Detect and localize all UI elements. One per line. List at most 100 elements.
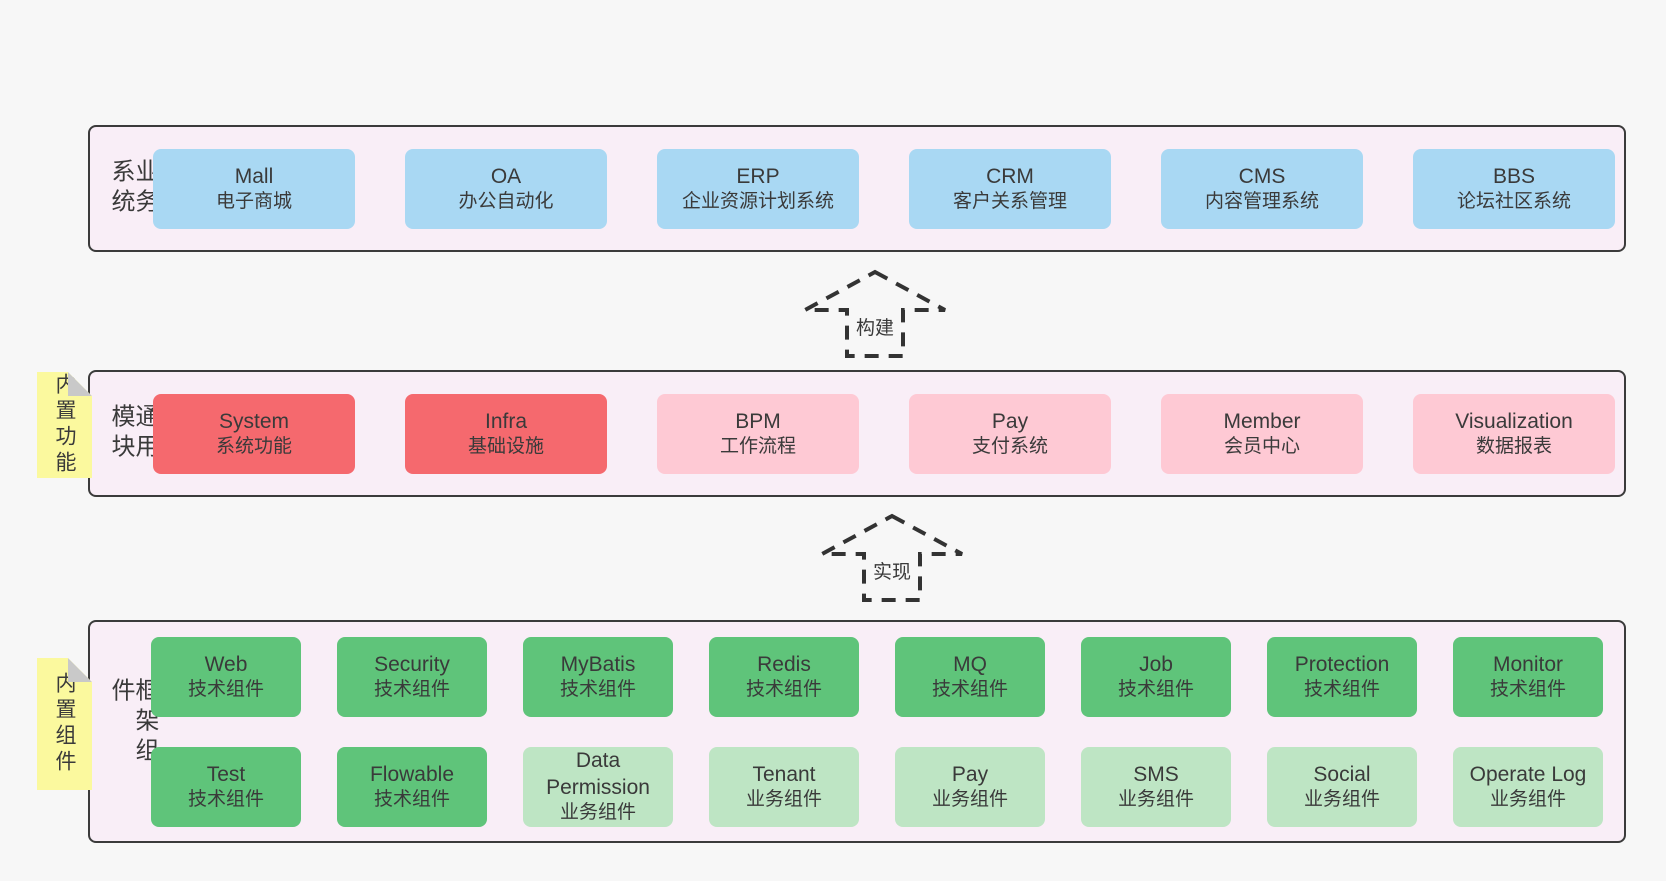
box-subtitle: 基础设施 (467, 435, 544, 457)
box-subtitle: 技术组件 (187, 678, 264, 700)
box-subtitle: 电子商城 (215, 190, 292, 212)
box-title: Web (204, 652, 248, 676)
box-subtitle: 技术组件 (931, 678, 1008, 700)
box-title: Data Permission (546, 748, 650, 800)
box-subtitle: 业务组件 (1489, 788, 1566, 810)
box-title: Operate Log (1469, 762, 1587, 786)
box-title: Pay (951, 762, 989, 786)
arrow-implement-label: 实现 (868, 556, 916, 585)
box-title: Test (206, 762, 246, 786)
arrow-build-label: 构建 (851, 312, 899, 341)
box-title: SMS (1133, 762, 1179, 786)
box-title: Job (1139, 652, 1173, 676)
box-title: Security (374, 652, 450, 676)
box-subtitle: 技术组件 (187, 788, 264, 810)
box-subtitle: 业务组件 (745, 788, 822, 810)
box-subtitle: 企业资源计划系统 (681, 190, 834, 212)
box-subtitle: 内容管理系统 (1204, 190, 1319, 212)
box-subtitle: 业务组件 (931, 788, 1008, 810)
box-title: Infra (484, 409, 528, 433)
box-subtitle: 系统功能 (215, 435, 292, 457)
box-title: Flowable (369, 762, 455, 786)
box-title: OA (490, 164, 522, 188)
dashed-up-arrow-icon (804, 269, 946, 358)
box-subtitle: 业务组件 (1117, 788, 1194, 810)
box-title: CMS (1238, 164, 1286, 188)
box-title: Protection (1294, 652, 1390, 676)
box-subtitle: 技术组件 (745, 678, 822, 700)
box-subtitle: 论坛社区系统 (1456, 190, 1571, 212)
sticky-label: 内置功能 (53, 373, 76, 477)
box-subtitle: 业务组件 (559, 802, 636, 824)
box-title: Social (1313, 762, 1371, 786)
box-subtitle: 数据报表 (1475, 435, 1552, 457)
arrow-implement: 实现 (820, 512, 964, 604)
box-subtitle: 业务组件 (1303, 788, 1380, 810)
box-subtitle: 技术组件 (1303, 678, 1380, 700)
box-subtitle: 支付系统 (971, 435, 1048, 457)
box-subtitle: 办公自动化 (458, 190, 554, 212)
dashed-up-arrow-icon (821, 513, 963, 602)
box-title: System (218, 409, 289, 433)
sticky-note-builtin-functions: 内置功能 (37, 372, 92, 478)
box-subtitle: 会员中心 (1223, 435, 1300, 457)
box-title: ERP (736, 164, 780, 188)
box-subtitle: 技术组件 (373, 678, 450, 700)
sticky-note-builtin-components: 内置组件 (37, 658, 92, 790)
box-subtitle: 技术组件 (559, 678, 636, 700)
box-title: BPM (735, 409, 781, 433)
box-title: Member (1223, 409, 1301, 433)
box-title: BBS (1492, 164, 1536, 188)
box-title: MyBatis (560, 652, 636, 676)
box-subtitle: 客户关系管理 (952, 190, 1067, 212)
box-title: Monitor (1492, 652, 1564, 676)
box-subtitle: 技术组件 (1489, 678, 1566, 700)
box-title: Visualization (1455, 409, 1573, 433)
arrow-build: 构建 (803, 268, 947, 360)
box-title: Pay (991, 409, 1029, 433)
box-title: CRM (986, 164, 1034, 188)
box-subtitle: 技术组件 (373, 788, 450, 810)
box-subtitle: 技术组件 (1117, 678, 1194, 700)
box-title: Mall (234, 164, 274, 188)
box-title: Tenant (752, 762, 816, 786)
sticky-label: 内置组件 (53, 672, 76, 776)
box-subtitle: 工作流程 (719, 435, 796, 457)
